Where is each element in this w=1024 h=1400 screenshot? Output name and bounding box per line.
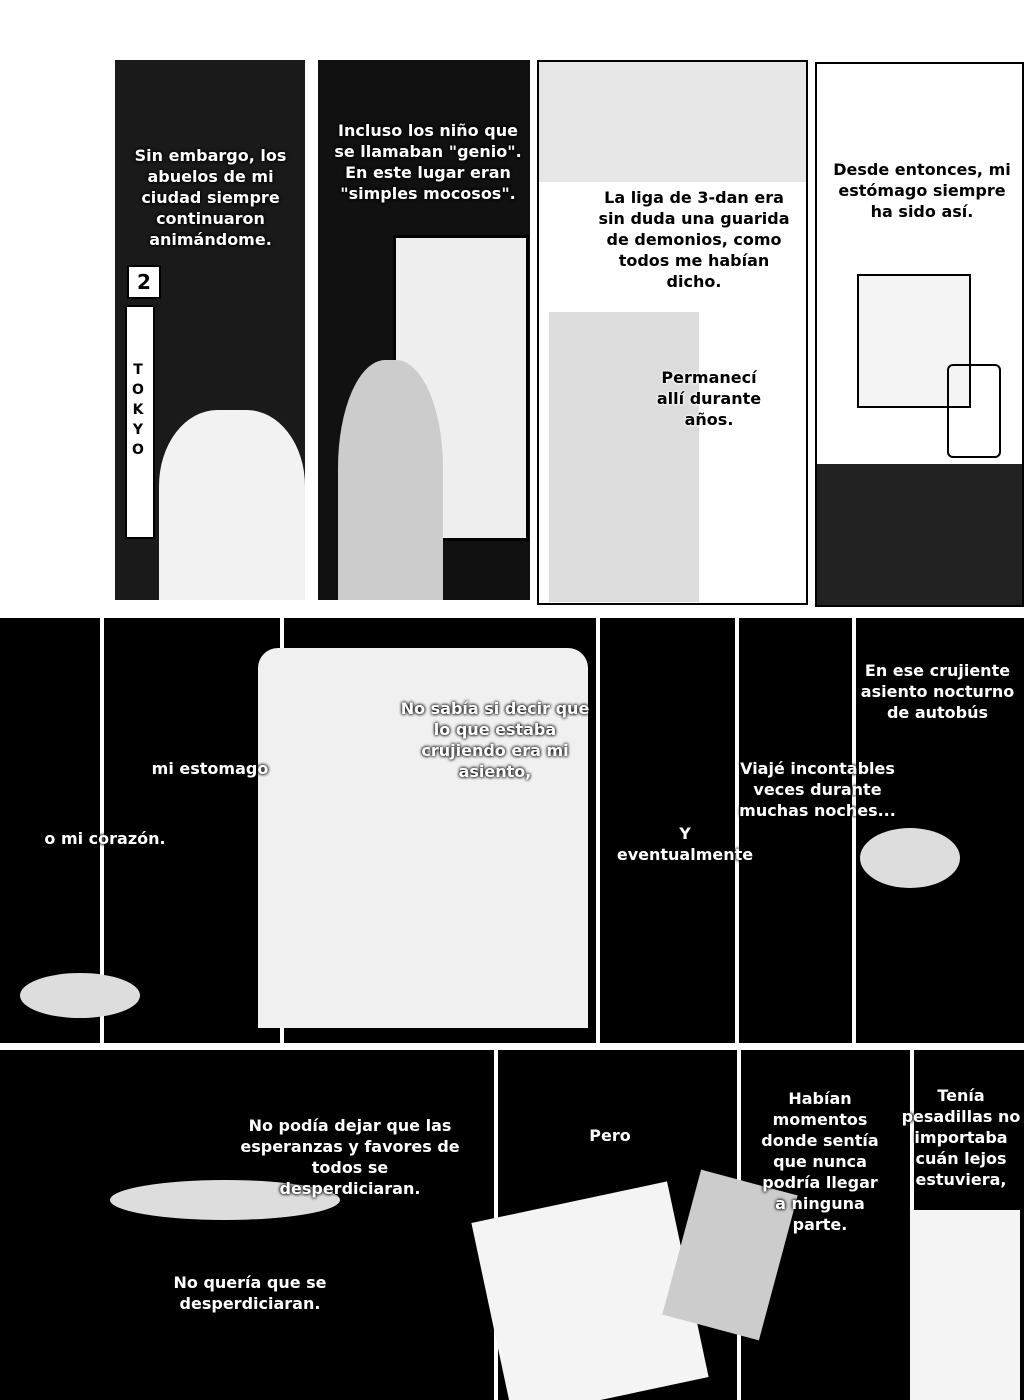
panel-nightmares: No podía dejar que las esperanzas y favo…	[0, 1050, 1024, 1400]
caption: mi estomago	[151, 759, 269, 778]
caption: o mi corazón.	[44, 829, 166, 848]
caption: Sin embargo, los abuelos de mi ciudad si…	[134, 146, 287, 249]
divider	[100, 618, 104, 1043]
water-glass-illustration	[910, 1210, 1020, 1400]
station-sign	[125, 305, 155, 539]
caption: Permanecí allí durante años.	[656, 368, 762, 429]
caption: No sabía si decir que lo que estaba cruj…	[400, 699, 590, 781]
caption: Y eventualmente	[616, 824, 754, 864]
boy-illustration	[338, 360, 443, 600]
caption: Viajé incontables veces durante muchas n…	[739, 759, 896, 820]
caption: La liga de 3-dan era sin duda una guarid…	[598, 188, 790, 291]
cloud	[20, 973, 140, 1018]
caption: Tenía pesadillas no importaba cuán lejos…	[901, 1086, 1021, 1189]
divider	[852, 618, 856, 1043]
caption: Desde entonces, mi estómago siempre ha s…	[833, 160, 1011, 221]
platform-number-sign: 2	[127, 265, 161, 299]
bus-seat-illustration	[258, 648, 588, 1028]
caption: Pero	[589, 1126, 631, 1145]
caption: No podía dejar que las esperanzas y favo…	[240, 1116, 460, 1198]
panel-shogi-league: La liga de 3-dan era sin duda una guarid…	[537, 60, 808, 605]
grandparents-illustration	[159, 410, 305, 600]
water-glass-illustration	[947, 364, 1001, 458]
players-illustration	[539, 62, 806, 182]
table-illustration	[817, 464, 1022, 605]
panel-stomach-medicine: Desde entonces, mi estómago siempre ha s…	[815, 62, 1024, 607]
player-illustration	[549, 312, 699, 602]
caption: Habían momentos donde sentía que nunca p…	[761, 1089, 879, 1234]
panel-night-bus: No sabía si decir que lo que estaba cruj…	[0, 618, 1024, 1043]
caption: No quería que se desperdiciaran.	[173, 1273, 327, 1313]
station-name-sign: TOKYO	[132, 362, 144, 458]
caption: En ese crujiente asiento nocturno de aut…	[860, 661, 1015, 722]
panel-grandparents: 2 TOKYO Sin embargo, los abuelos de mi c…	[115, 60, 305, 600]
caption: Incluso los niño que se llamaban "genio"…	[334, 121, 522, 203]
cloud	[110, 1180, 340, 1220]
divider	[596, 618, 600, 1043]
cloud	[860, 828, 960, 888]
divider	[735, 618, 739, 1043]
medicine-bag-illustration	[857, 274, 971, 408]
panel-station-boy: Incluso los niño que se llamaban "genio"…	[318, 60, 530, 600]
